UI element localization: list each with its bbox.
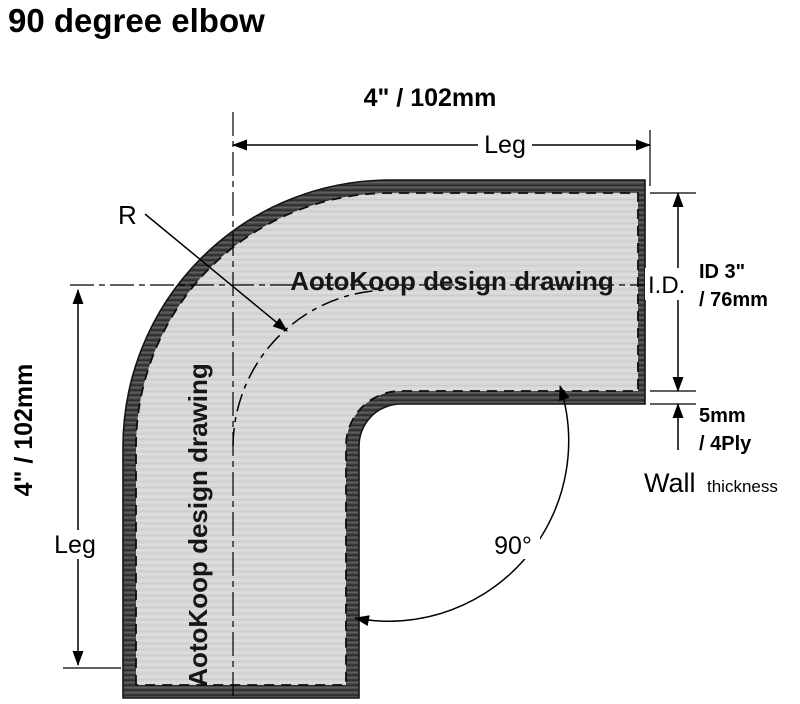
wall-value-line2: / 4Ply bbox=[699, 433, 752, 455]
top-dimension-value: 4" / 102mm bbox=[364, 84, 497, 112]
top-leg-label-bg bbox=[478, 130, 532, 159]
angle-arc bbox=[354, 385, 570, 627]
radius-centerline-arc bbox=[232, 289, 391, 447]
wall-word: Wall bbox=[644, 468, 696, 498]
left-dimension-value: 4" / 102mm bbox=[10, 364, 38, 497]
radius-leader-line bbox=[144, 213, 288, 332]
watermark-horizontal: AotoKoop design drawing bbox=[290, 266, 614, 296]
id-value-line1: ID 3" bbox=[699, 261, 745, 283]
id-value-line2: / 76mm bbox=[699, 289, 768, 311]
page-title: 90 degree elbow bbox=[8, 2, 265, 39]
top-leg-label: Leg bbox=[484, 131, 526, 159]
id-label-bg bbox=[645, 268, 697, 300]
angle-label: 90° bbox=[494, 532, 532, 560]
radius-label: R bbox=[118, 200, 137, 230]
id-label: I.D. bbox=[648, 272, 685, 299]
wall-value-line1: 5mm bbox=[699, 405, 746, 427]
wall-word-sub: thickness bbox=[707, 477, 778, 496]
watermark-vertical: AotoKoop design drawing bbox=[183, 363, 213, 687]
left-leg-label-bg bbox=[50, 530, 102, 559]
angle-label-bg bbox=[486, 531, 540, 559]
left-leg-label: Leg bbox=[54, 531, 96, 559]
